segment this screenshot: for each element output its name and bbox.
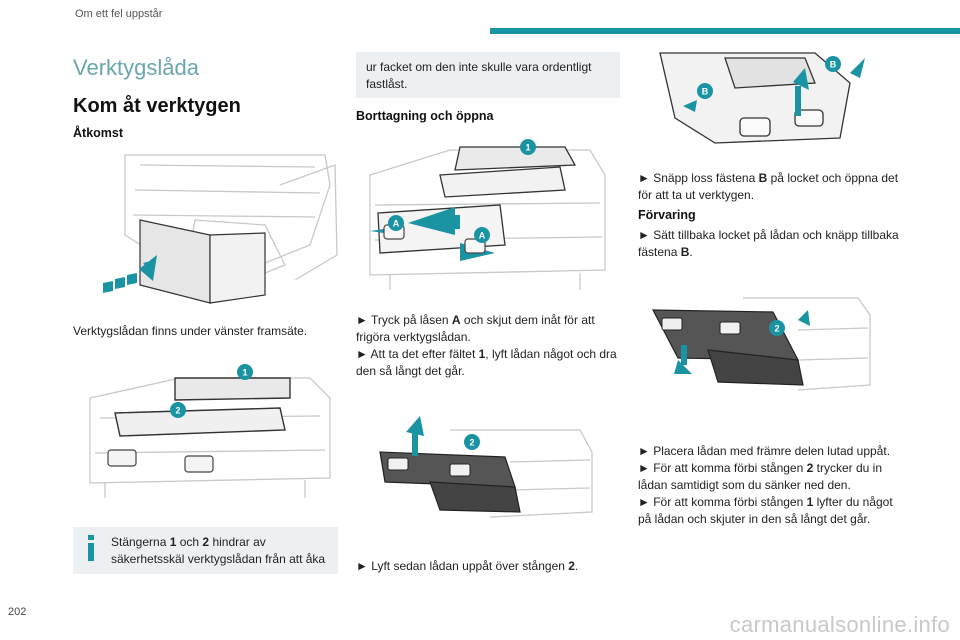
step-text-col3-2: ► Sätt tillbaka locket på lådan och knäp… (638, 228, 899, 259)
open-lid-figure: B B (659, 52, 865, 144)
info-icon (88, 535, 94, 561)
lift-figure: 2 (379, 416, 593, 518)
figure-badge: B (702, 87, 709, 97)
bars-figure: 1 2 (89, 364, 331, 498)
figure-badge: B (830, 60, 837, 70)
removal-figure: 1 A A (369, 139, 606, 290)
figure-badge: 2 (774, 324, 779, 334)
info-text: Stängerna 1 och 2 hindrar av säkerhetssk… (111, 535, 326, 566)
storage-figure: 2 (652, 297, 871, 391)
step-text-col3-4: ► För att komma förbi stången 2 trycker … (638, 461, 882, 492)
figure-badge: A (393, 219, 400, 229)
footer-watermark: carmanualsonline.info (729, 612, 950, 637)
figure-badge: 2 (175, 406, 180, 416)
info-continued-text: ur facket om den inte skulle vara ordent… (366, 60, 592, 91)
step-text-col3-3: ► Placera lådan med främre delen lutad u… (638, 444, 891, 458)
heading-remove: Borttagning och öppna (356, 109, 494, 123)
seat-location-figure (103, 154, 338, 304)
header-accent-bar (490, 28, 960, 34)
heading-access: Åtkomst (73, 126, 124, 140)
section-subtitle: Kom åt verktygen (73, 95, 241, 117)
page-number: 202 (8, 606, 27, 618)
page-title: Verktygslåda (73, 55, 199, 80)
step-text-col3-1: ► Snäpp loss fästena B på locket och öpp… (638, 171, 899, 202)
figure-badge: A (479, 231, 486, 241)
running-header: Om ett fel uppstår (75, 8, 163, 20)
figure-badge: 1 (525, 143, 530, 153)
heading-storage: Förvaring (638, 208, 696, 222)
info-box-continued: ur facket om den inte skulle vara ordent… (356, 52, 620, 98)
step-text-col3-5: ► För att komma förbi stången 1 lyfter d… (638, 495, 893, 526)
figure-badge: 2 (469, 438, 474, 448)
location-text: Verktygslådan finns under vänster framsä… (73, 324, 308, 338)
step-text-1: ► Tryck på låsen A och skjut dem inåt fö… (356, 313, 595, 344)
figure-badge: 1 (242, 368, 247, 378)
step-text-2: ► Att ta det efter fältet 1, lyft lådan … (356, 347, 617, 378)
step-text-3: ► Lyft sedan lådan uppåt över stången 2. (356, 559, 579, 573)
info-box: Stängerna 1 och 2 hindrar av säkerhetssk… (73, 527, 338, 574)
